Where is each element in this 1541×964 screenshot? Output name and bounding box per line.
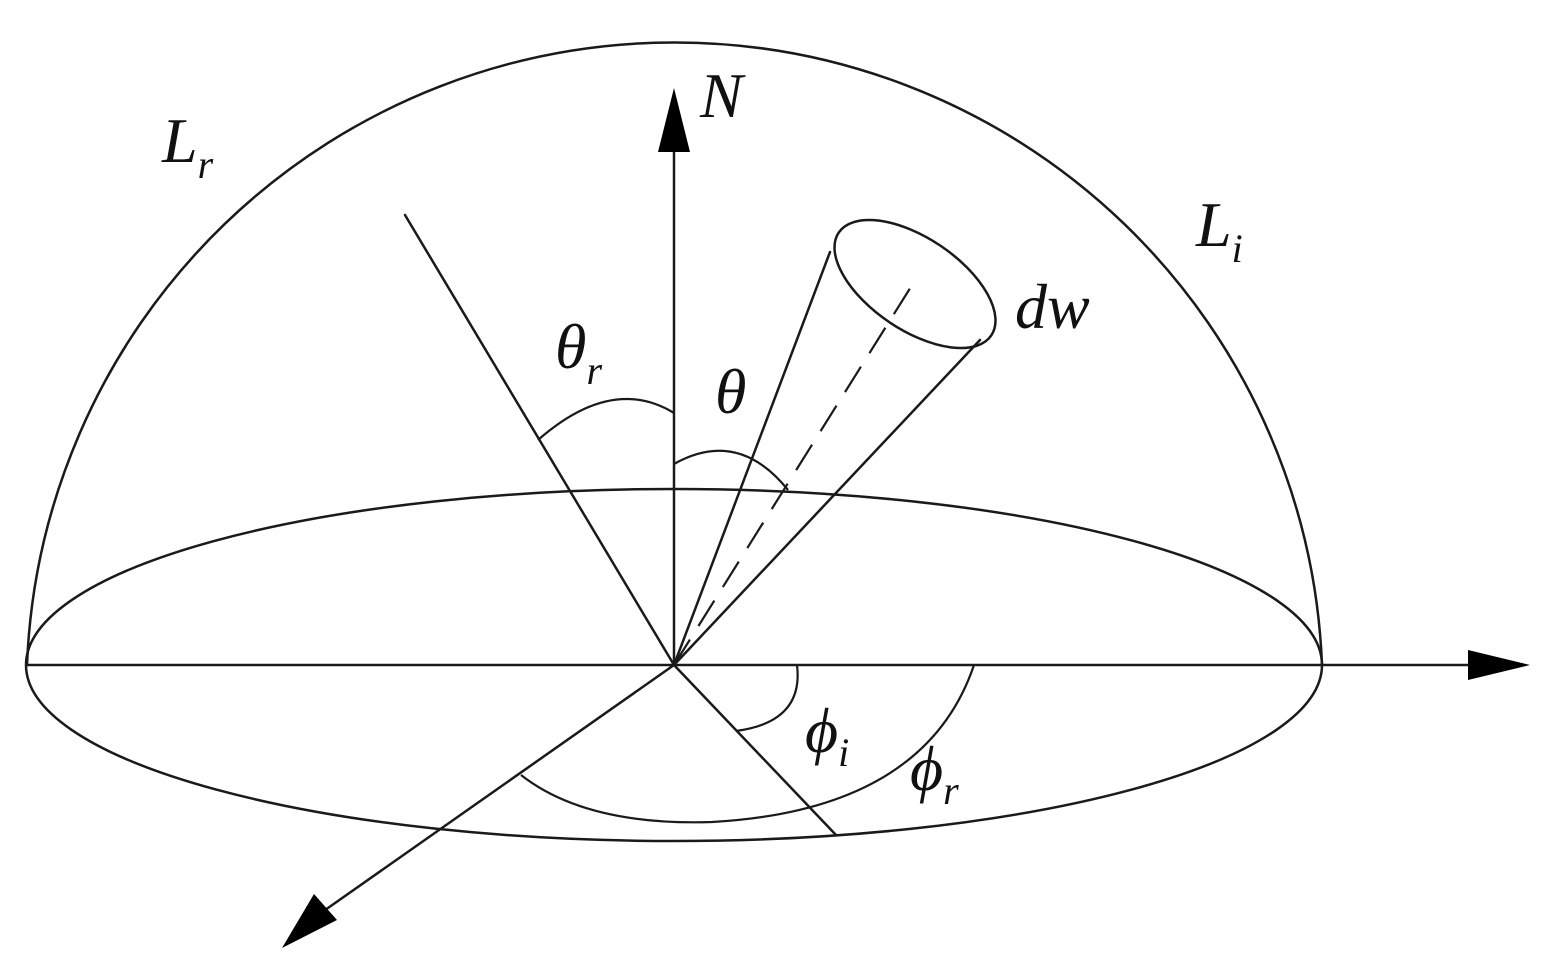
theta-r-arc	[537, 397, 675, 441]
theta-arc	[673, 449, 789, 491]
phi-r-arc	[520, 664, 976, 824]
phi-r-label: ϕr	[910, 733, 959, 813]
y-axis-arrowhead	[282, 894, 337, 948]
theta-label: θ	[715, 356, 746, 427]
y-axis-line	[316, 663, 676, 917]
solid-angle-label: dw	[1015, 271, 1090, 342]
x-axis-arrowhead	[1468, 650, 1530, 680]
cone-axis-dashed	[673, 281, 915, 666]
phi-i-label: ϕi	[805, 695, 849, 775]
theta-r-label: θr	[555, 311, 602, 393]
incident-radiance-label: Li	[1195, 189, 1243, 271]
normal-label: N	[699, 60, 746, 131]
cone-opening-ellipse	[833, 218, 997, 350]
cone-edge-right	[672, 338, 982, 667]
hemisphere-dome	[25, 41, 1324, 667]
reflected-radiance-label: Lr	[161, 105, 214, 187]
normal-axis-arrowhead	[658, 88, 690, 152]
phi-i-arc	[735, 664, 799, 733]
